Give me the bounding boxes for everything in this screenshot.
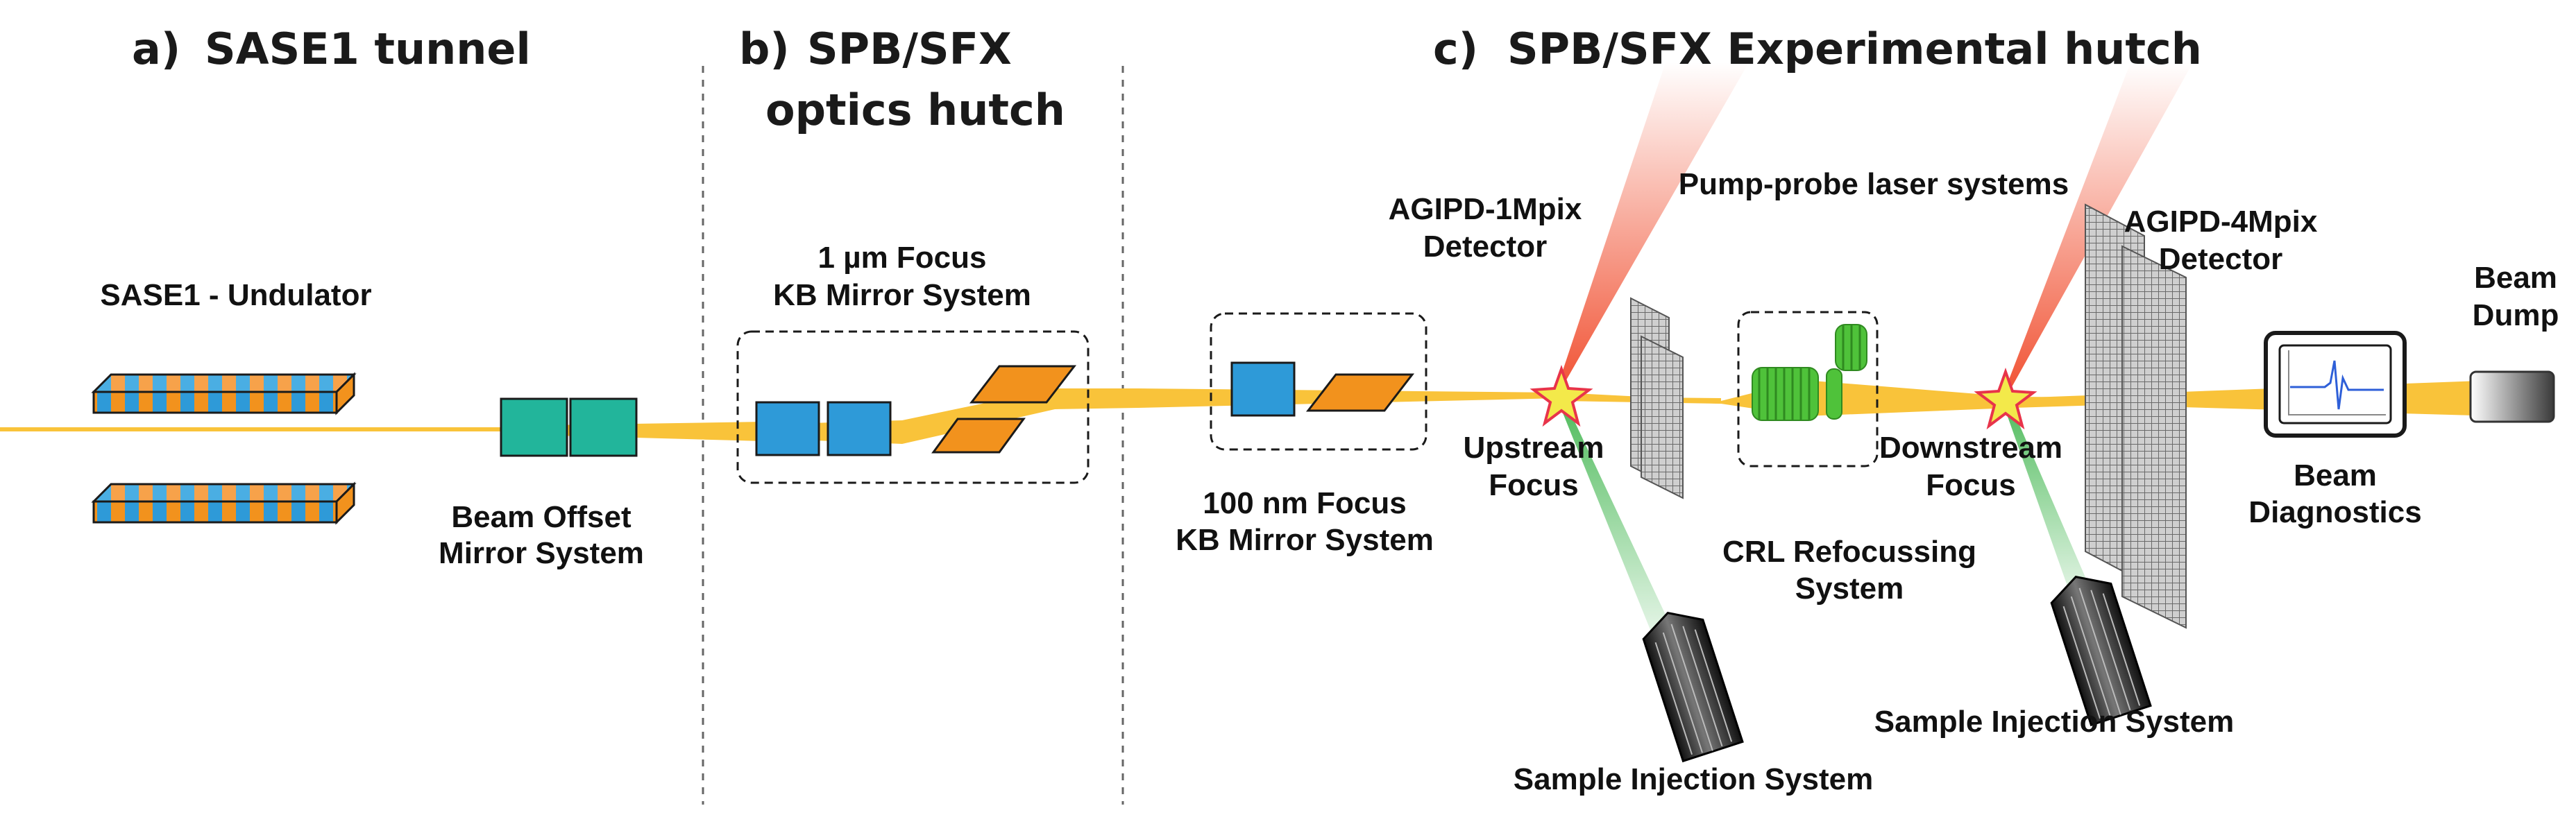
upstream-focus-star-icon <box>1530 365 1593 427</box>
downstream-focus-label-2: Focus <box>1926 468 2016 502</box>
section-c-title: SPB/SFX Experimental hutch <box>1507 24 2202 74</box>
sample-injector-upstream <box>1642 611 1744 763</box>
section-b-title-line1: SPB/SFX <box>807 24 1012 74</box>
beam-dump-label-2: Dump <box>2473 298 2559 332</box>
downstream-focus-label-1: Downstream <box>1879 431 2062 465</box>
agipd-1mpix-detector <box>1630 297 1684 499</box>
kb-100nm-label-1: 100 nm Focus <box>1203 486 1406 520</box>
section-a-title: SASE1 tunnel <box>205 24 531 74</box>
kb-100nm-enclosure <box>1210 312 1427 451</box>
diagnostics-waveform <box>2290 360 2384 410</box>
upstream-focus-label-1: Upstream <box>1464 431 1604 465</box>
diagnostics-label-1: Beam <box>2294 458 2377 492</box>
sample-stream-upstream <box>1558 401 1686 659</box>
crl-lenses <box>1752 324 1867 421</box>
undulator-upper <box>91 372 357 415</box>
kb-100nm-label-2: KB Mirror System <box>1176 523 1434 557</box>
upstream-focus-label-2: Focus <box>1489 468 1579 502</box>
undulator-lower <box>91 481 357 525</box>
beam-offset-label-1: Beam Offset <box>451 500 632 534</box>
section-b-title-line2: optics hutch <box>765 85 1065 135</box>
downstream-focus-star-icon <box>1974 368 2037 430</box>
agipd-1mpix-label-2: Detector <box>1423 230 1548 264</box>
beam-offset-mirrors <box>500 397 638 457</box>
agipd-4mpix-detector <box>2085 203 2187 629</box>
diagnostics-label-2: Diagnostics <box>2248 495 2421 529</box>
beam-dump-block <box>2469 370 2555 423</box>
beam-diagnostics-monitor <box>2264 331 2407 438</box>
sample-injection-label-upstream: Sample Injection System <box>1514 762 1873 796</box>
agipd-1mpix-label-1: AGIPD-1Mpix <box>1389 192 1582 226</box>
pump-probe-laser-beam-1 <box>1558 62 1749 388</box>
beam-dump-label-1: Beam <box>2474 261 2557 295</box>
crl-label-1: CRL Refocussing <box>1722 535 1976 569</box>
sample-stream-downstream <box>2002 401 2103 617</box>
section-c-marker: c) <box>1433 24 1478 74</box>
agipd-4mpix-label-2: Detector <box>2159 242 2283 276</box>
kb-100nm-mirrors <box>1230 361 1415 417</box>
section-b-marker: b) <box>739 24 790 74</box>
kb-1um-label-1: 1 µm Focus <box>818 241 987 275</box>
crl-label-2: System <box>1795 572 1904 606</box>
kb-1um-enclosure <box>736 330 1090 484</box>
sample-injector-downstream <box>2050 575 2152 727</box>
kb-1um-mirrors <box>755 365 1077 456</box>
sample-injection-label-downstream: Sample Injection System <box>1874 705 2234 739</box>
kb-1um-label-2: KB Mirror System <box>773 278 1031 312</box>
undulator-label: SASE1 - Undulator <box>100 278 371 312</box>
beam-offset-label-2: Mirror System <box>439 536 644 570</box>
section-a-marker: a) <box>132 24 180 74</box>
agipd-4mpix-label-1: AGIPD-4Mpix <box>2124 205 2318 239</box>
pump-probe-label: Pump-probe laser systems <box>1679 167 2069 201</box>
crl-enclosure <box>1737 311 1879 467</box>
